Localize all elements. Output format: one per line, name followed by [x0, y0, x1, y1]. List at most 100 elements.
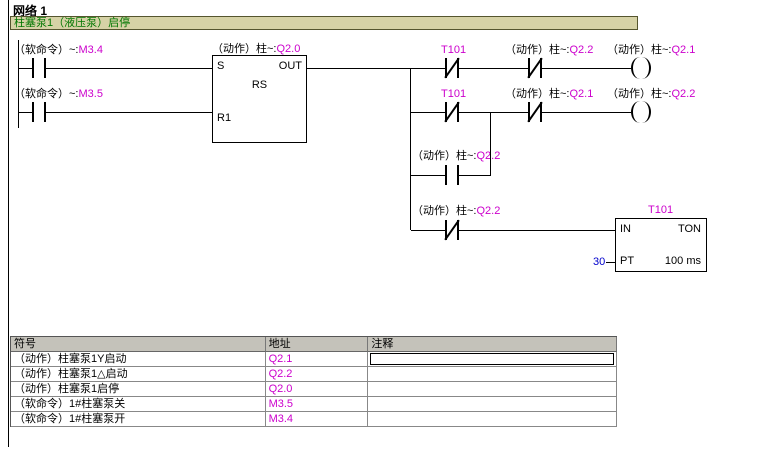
address-cell[interactable]: Q2.1 [265, 352, 369, 367]
comment-cell[interactable] [368, 367, 617, 382]
contact-bar [445, 102, 447, 122]
symbol-table: 符号 地址 注释 （动作）柱塞泵1Y启动 Q2.1 （动作）柱塞泵1△启动 Q2… [10, 336, 617, 427]
wire-segment [46, 68, 212, 69]
contact-label-q22[interactable]: （动作）柱~:Q2.2 [505, 44, 593, 56]
contact-bar [457, 165, 459, 185]
contact-m35-no[interactable] [32, 102, 46, 122]
symbol-cell[interactable]: （软命令）1#柱塞泵开 [11, 412, 266, 427]
branch-join-wire [490, 112, 491, 176]
label-address: Q2.2 [671, 88, 696, 100]
wire-segment [459, 230, 615, 231]
comment-cell[interactable] [368, 397, 617, 412]
comment-cell[interactable] [368, 412, 617, 427]
timer-block-name[interactable]: T101 [648, 204, 674, 216]
contact-bar [528, 58, 530, 78]
coil-label-q22[interactable]: （动作）柱~:Q2.2 [607, 88, 695, 100]
contact-bar [32, 102, 34, 122]
contact-bar [540, 58, 542, 78]
rs-block-label[interactable]: （动作）柱~:Q2.0 [212, 43, 300, 55]
wire-segment [542, 68, 631, 69]
timer-contact-label[interactable]: T101 [441, 88, 467, 100]
wire-segment [19, 68, 32, 69]
symbol-cell[interactable]: （动作）柱塞泵1△启动 [11, 367, 266, 382]
label-prefix: （动作）柱~: [505, 44, 570, 56]
contact-m34-no[interactable] [32, 58, 46, 78]
power-rail [18, 40, 19, 128]
contact-bar [457, 58, 459, 78]
label-address: M3.5 [78, 88, 103, 100]
header-symbol: 符号 [11, 337, 266, 352]
coil-q21[interactable] [631, 57, 651, 79]
contact-q22-nc-timer[interactable] [444, 219, 460, 241]
rs-block[interactable]: S OUT RS R1 [212, 55, 307, 143]
label-prefix: （软命令）~: [14, 88, 79, 100]
coil-label-q21[interactable]: （动作）柱~:Q2.1 [607, 44, 695, 56]
address-cell[interactable]: Q2.2 [265, 367, 369, 382]
address-cell[interactable]: Q2.0 [265, 382, 369, 397]
timer-preset-value[interactable]: 30 [593, 256, 606, 268]
network-title: 网络 1 [13, 4, 48, 18]
contact-bar [540, 102, 542, 122]
label-address: Q2.2 [476, 150, 501, 162]
label-prefix: （动作）柱~: [412, 150, 477, 162]
timer-pin-in: IN [620, 223, 631, 235]
label-address: Q2.1 [569, 88, 594, 100]
wire-segment [606, 262, 615, 263]
wire-segment [459, 68, 528, 69]
label-address: Q2.2 [476, 205, 501, 217]
wire-segment [459, 112, 528, 113]
symbol-cell[interactable]: （软命令）1#柱塞泵关 [11, 397, 266, 412]
wire-segment [307, 68, 445, 69]
address-cell[interactable]: M3.4 [265, 412, 369, 427]
rs-pin-out: OUT [278, 60, 302, 72]
comment-cell[interactable] [368, 352, 617, 367]
contact-bar [445, 165, 447, 185]
timer-contact-label[interactable]: T101 [441, 44, 467, 56]
symbol-table-header-row: 符号 地址 注释 [11, 337, 617, 352]
contact-bar [44, 102, 46, 122]
timer-type: TON [677, 223, 701, 235]
coil-arc [642, 101, 651, 123]
label-address: Q2.1 [671, 44, 696, 56]
ton-timer-block[interactable]: IN TON PT 100 ms [615, 218, 707, 272]
symbol-cell[interactable]: （动作）柱塞泵1Y启动 [11, 352, 266, 367]
wire-segment [542, 112, 631, 113]
coil-q22[interactable] [631, 101, 651, 123]
contact-bar [44, 58, 46, 78]
coil-arc [631, 57, 640, 79]
rs-pin-s: S [217, 60, 225, 72]
table-row: （软命令）1#柱塞泵开 M3.4 [11, 412, 617, 427]
contact-label-m35[interactable]: （软命令）~:M3.5 [14, 88, 103, 100]
contact-q22-no[interactable] [445, 165, 459, 185]
address-cell[interactable]: M3.5 [265, 397, 369, 412]
wire-segment [410, 175, 445, 176]
timer-pin-pt: PT [620, 255, 635, 267]
comment-cell[interactable] [368, 382, 617, 397]
network-comment[interactable]: 柱塞泵1（液压泵）启停 [10, 16, 638, 30]
label-prefix: （动作）柱~: [505, 88, 570, 100]
contact-label-q21[interactable]: （动作）柱~:Q2.1 [505, 88, 593, 100]
contact-q22-nc[interactable] [527, 57, 543, 79]
label-address: M3.4 [78, 44, 103, 56]
coil-arc [642, 57, 651, 79]
contact-bar [445, 220, 447, 240]
contact-label-q22-parallel[interactable]: （动作）柱~:Q2.2 [412, 150, 500, 162]
contact-label-q22-timer[interactable]: （动作）柱~:Q2.2 [412, 205, 500, 217]
contact-q21-nc[interactable] [527, 101, 543, 123]
wire-segment [410, 112, 445, 113]
table-row: （动作）柱塞泵1△启动 Q2.2 [11, 367, 617, 382]
contact-t101-nc[interactable] [444, 57, 460, 79]
comment-edit-box[interactable] [370, 353, 615, 365]
header-comment: 注释 [368, 337, 617, 352]
contact-t101-nc[interactable] [444, 101, 460, 123]
wire-segment [19, 112, 32, 113]
label-prefix: （动作）柱~: [412, 205, 477, 217]
editor-left-border [8, 0, 9, 447]
contact-label-m34[interactable]: （软命令）~:M3.4 [14, 44, 103, 56]
symbol-cell[interactable]: （动作）柱塞泵1启停 [11, 382, 266, 397]
contact-bar [457, 102, 459, 122]
wire-segment [46, 112, 212, 113]
label-address: Q2.2 [569, 44, 594, 56]
contact-bar [32, 58, 34, 78]
